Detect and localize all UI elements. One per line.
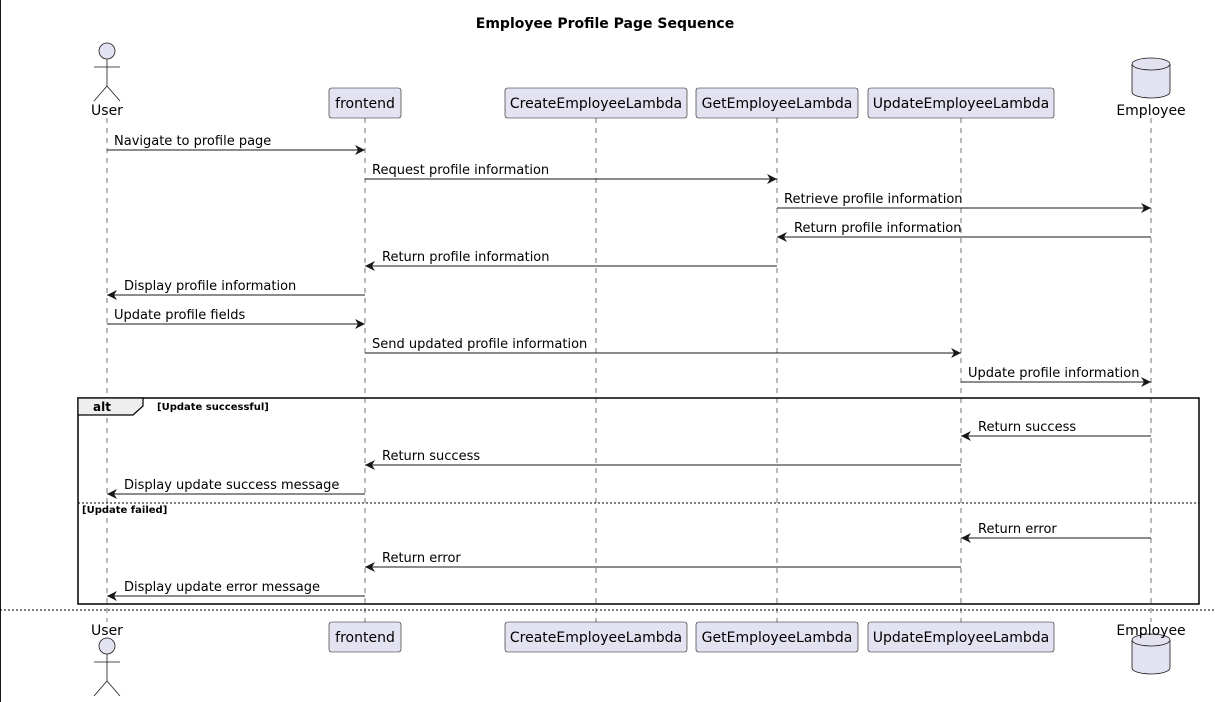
- message-label: Return error: [382, 551, 461, 566]
- lifelines: [106, 118, 1152, 622]
- participant-label: User: [91, 623, 123, 639]
- participant-label: GetEmployeeLambda: [702, 96, 853, 112]
- participant-label: CreateEmployeeLambda: [510, 96, 682, 112]
- message-label: Return profile information: [382, 250, 550, 265]
- participant-get-top: GetEmployeeLambda: [695, 87, 859, 119]
- participant-frontend-top: frontend: [328, 87, 402, 119]
- diagram-title: Employee Profile Page Sequence: [476, 16, 734, 32]
- participant-label: CreateEmployeeLambda: [510, 630, 682, 646]
- participant-create-top: CreateEmployeeLambda: [504, 87, 688, 119]
- message-7: Update profile fields: [107, 308, 365, 329]
- participant-box: [695, 87, 859, 119]
- participant-box: [695, 621, 859, 653]
- message-label: Return profile information: [794, 221, 962, 236]
- participant-label: User: [91, 103, 123, 119]
- actor-leg-left: [93, 680, 108, 697]
- message-label: Return error: [978, 522, 1057, 537]
- message-4: Return profile information: [777, 221, 1151, 242]
- message-label: Send updated profile information: [372, 337, 587, 352]
- participant-frontend-bottom: frontend: [328, 621, 402, 653]
- participant-label: Employee: [1116, 103, 1185, 119]
- participants: UserUserfrontendfrontendCreateEmployeeLa…: [91, 42, 1186, 697]
- database-icon: [1131, 633, 1171, 675]
- message-10: Return success: [961, 420, 1151, 441]
- participant-update-top: UpdateEmployeeLambda: [867, 87, 1055, 119]
- alt-keyword: alt: [93, 400, 111, 414]
- message-label: Display profile information: [124, 279, 296, 294]
- participant-box: [328, 621, 402, 653]
- actor-head: [98, 637, 116, 655]
- message-label: Display update success message: [124, 478, 339, 493]
- message-13: Return error: [961, 522, 1151, 543]
- message-11: Return success: [365, 449, 961, 470]
- participant-label: UpdateEmployeeLambda: [873, 630, 1049, 646]
- participant-get-bottom: GetEmployeeLambda: [695, 621, 859, 653]
- alt-else-guard: [Update failed]: [82, 505, 167, 516]
- message-8: Send updated profile information: [365, 337, 961, 358]
- alt-label-tab: [77, 397, 144, 416]
- message-label: Update profile information: [968, 366, 1139, 381]
- message-2: Request profile information: [365, 163, 777, 184]
- participant-box: [504, 621, 688, 653]
- participant-box: [504, 87, 688, 119]
- actor-leg-right: [106, 85, 121, 102]
- message-5: Return profile information: [365, 250, 777, 271]
- database-icon: [1131, 57, 1171, 99]
- message-label: Return success: [978, 420, 1076, 435]
- alt-guard: [Update successful]: [157, 402, 269, 413]
- message-label: Request profile information: [372, 163, 549, 178]
- actor-leg-right: [106, 680, 121, 697]
- message-14: Return error: [365, 551, 961, 572]
- message-label: Display update error message: [124, 580, 320, 595]
- participant-update-bottom: UpdateEmployeeLambda: [867, 621, 1055, 653]
- alt-fragment: alt [Update successful] [Update failed]: [77, 397, 1200, 605]
- actor-leg-left: [93, 85, 108, 102]
- participant-label: GetEmployeeLambda: [702, 630, 853, 646]
- participant-box: [328, 87, 402, 119]
- message-9: Update profile information: [961, 366, 1151, 387]
- message-12: Display update success message: [107, 478, 365, 499]
- participant-label: frontend: [335, 96, 395, 112]
- message-label: Return success: [382, 449, 480, 464]
- message-3: Retrieve profile information: [777, 192, 1151, 213]
- message-label: Retrieve profile information: [784, 192, 963, 207]
- database-icon-rim: [1131, 63, 1171, 71]
- participant-label: UpdateEmployeeLambda: [873, 96, 1049, 112]
- participant-label: frontend: [335, 630, 395, 646]
- database-icon-rim: [1131, 639, 1171, 647]
- participant-employee-bottom: Employee: [1116, 623, 1186, 675]
- participant-label: Employee: [1116, 623, 1185, 639]
- actor-head: [98, 42, 116, 60]
- participant-create-bottom: CreateEmployeeLambda: [504, 621, 688, 653]
- message-1: Navigate to profile page: [107, 134, 365, 155]
- participant-box: [867, 87, 1055, 119]
- participant-user-bottom: User: [91, 623, 123, 697]
- participant-box: [867, 621, 1055, 653]
- message-label: Navigate to profile page: [114, 134, 271, 149]
- message-label: Update profile fields: [114, 308, 245, 323]
- participant-user-top: User: [91, 42, 123, 119]
- message-6: Display profile information: [107, 279, 365, 300]
- message-15: Display update error message: [107, 580, 365, 601]
- alt-frame: [77, 397, 1200, 605]
- participant-employee-top: Employee: [1116, 57, 1186, 119]
